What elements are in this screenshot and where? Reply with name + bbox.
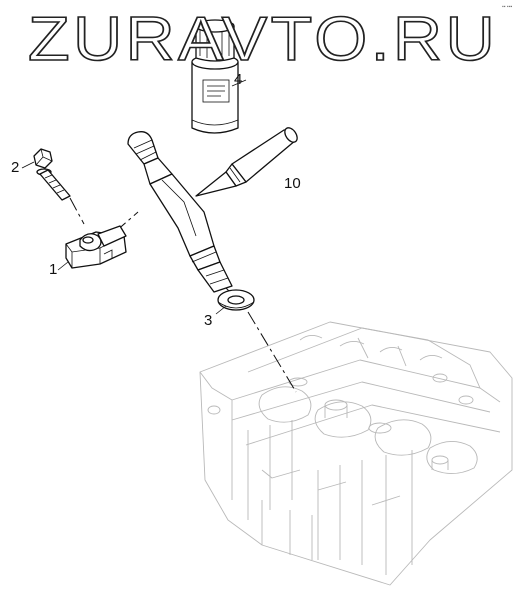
callout-part-2: 2 [11, 159, 19, 176]
sealant-tube-part-10 [195, 127, 298, 197]
corner-mark: ▪▪ ▪▪▪ [502, 4, 512, 10]
washer-part-3 [217, 289, 255, 311]
site-watermark: ZURAVTO.RU [28, 5, 498, 74]
callout-part-10: 10 [284, 175, 301, 192]
callout-part-3: 3 [204, 312, 212, 329]
callout-part-1: 1 [49, 261, 57, 278]
callout-leader-lines [21, 79, 247, 315]
bolt-part-2 [33, 148, 71, 201]
injector-illustration [127, 131, 233, 293]
callout-part-4: 4 [234, 71, 242, 88]
cylinder-head-illustration [199, 321, 513, 586]
clamp-part-1 [65, 225, 127, 269]
compound-can-part-4 [191, 19, 239, 134]
